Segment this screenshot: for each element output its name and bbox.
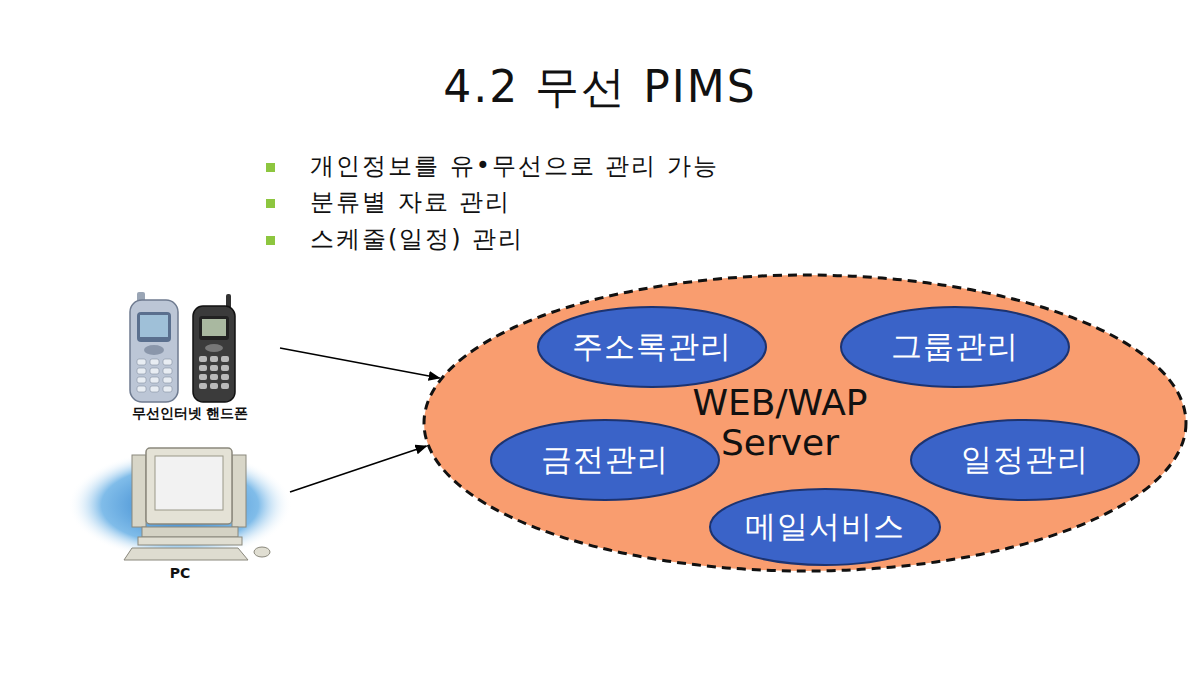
bullet-text: 분류별 자료 관리 (310, 186, 511, 218)
phone-picture (193, 294, 235, 402)
task-ellipse-shape (710, 489, 940, 565)
title: 4.2 무선 PIMS (0, 58, 1200, 117)
task-ellipse: 금전관리 (490, 419, 720, 501)
pc-picture (68, 448, 292, 560)
task-label: 메일서비스 (709, 506, 941, 548)
device-caption: 무선인터넷 핸드폰 (100, 405, 280, 423)
task-ellipse: 메일서비스 (709, 488, 941, 566)
bullet-text: 개인정보를 유•무선으로 관리 가능 (310, 150, 719, 182)
bullet-text: 스케줄(일정) 관리 (310, 223, 524, 255)
bullet-marker (266, 236, 275, 245)
device-node: 무선인터넷 핸드폰 (100, 290, 280, 430)
connector-arrow (280, 348, 440, 378)
task-ellipse-shape (841, 307, 1069, 387)
task-ellipse-shape (538, 307, 766, 387)
task-label: 그룹관리 (840, 326, 1070, 368)
device-node: PC (70, 445, 290, 585)
server-ellipse: WEB/WAP Server주소록관리그룹관리금전관리일정관리메일서비스 (422, 273, 1188, 573)
task-label: 금전관리 (490, 439, 720, 481)
task-ellipse-shape (911, 420, 1139, 500)
task-ellipse-shape (491, 420, 719, 500)
bullet-marker (266, 199, 275, 208)
phone-picture (130, 292, 178, 402)
ellipse-outline (424, 275, 1186, 571)
connector-arrow (290, 446, 427, 492)
task-label: 일정관리 (910, 439, 1140, 481)
task-label: 주소록관리 (537, 326, 767, 368)
task-ellipse: 그룹관리 (840, 306, 1070, 388)
device-caption: PC (70, 565, 290, 581)
bullet-marker (266, 163, 275, 172)
task-ellipse: 일정관리 (910, 419, 1140, 501)
task-ellipse: 주소록관리 (537, 306, 767, 388)
